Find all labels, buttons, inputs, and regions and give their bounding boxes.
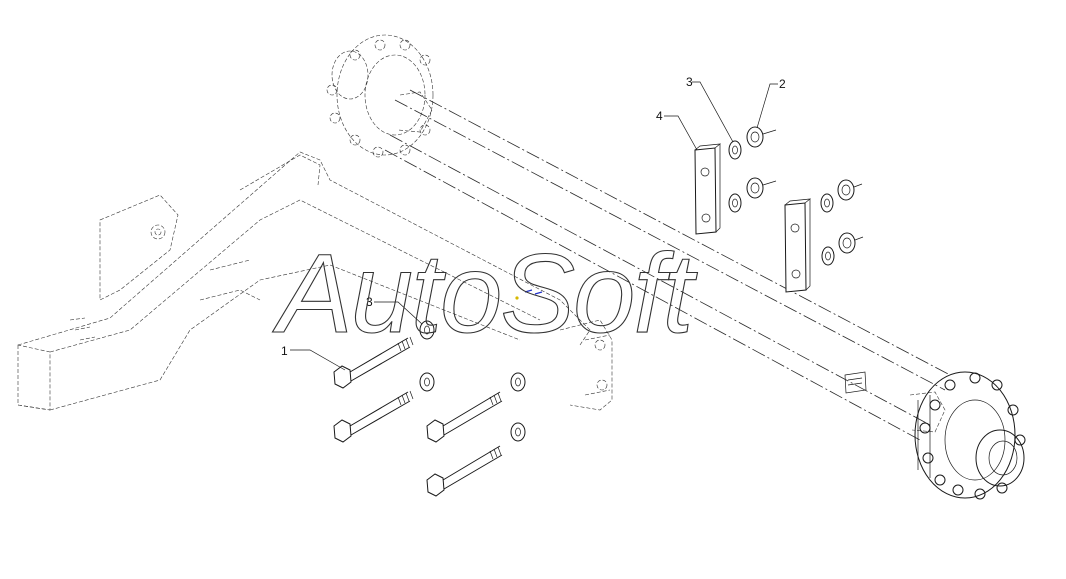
bolts [333, 320, 526, 497]
callout-3-top: 3 [686, 75, 693, 89]
axle-tube [384, 89, 951, 441]
washers-and-nuts [728, 126, 864, 266]
callout-1: 1 [281, 344, 288, 358]
watermark: AutoSoft [272, 231, 698, 356]
callout-2: 2 [779, 77, 786, 91]
frame-member [17, 151, 591, 411]
bolt-2 [333, 372, 435, 443]
mounting-bracket [559, 319, 613, 411]
bolt-4 [426, 422, 526, 497]
callout-3-bottom: 3 [366, 295, 373, 309]
center-marks [515, 289, 543, 300]
callout-labels: 1 2 3 3 4 [281, 75, 786, 358]
callout-4: 4 [656, 109, 663, 123]
leader-lines [290, 81, 778, 371]
wheel-hub-right [914, 371, 1026, 500]
bolt-3 [426, 372, 526, 443]
wheel-hub-left [326, 34, 434, 158]
clamp-plates [694, 143, 812, 293]
bolt-1 [333, 320, 435, 389]
